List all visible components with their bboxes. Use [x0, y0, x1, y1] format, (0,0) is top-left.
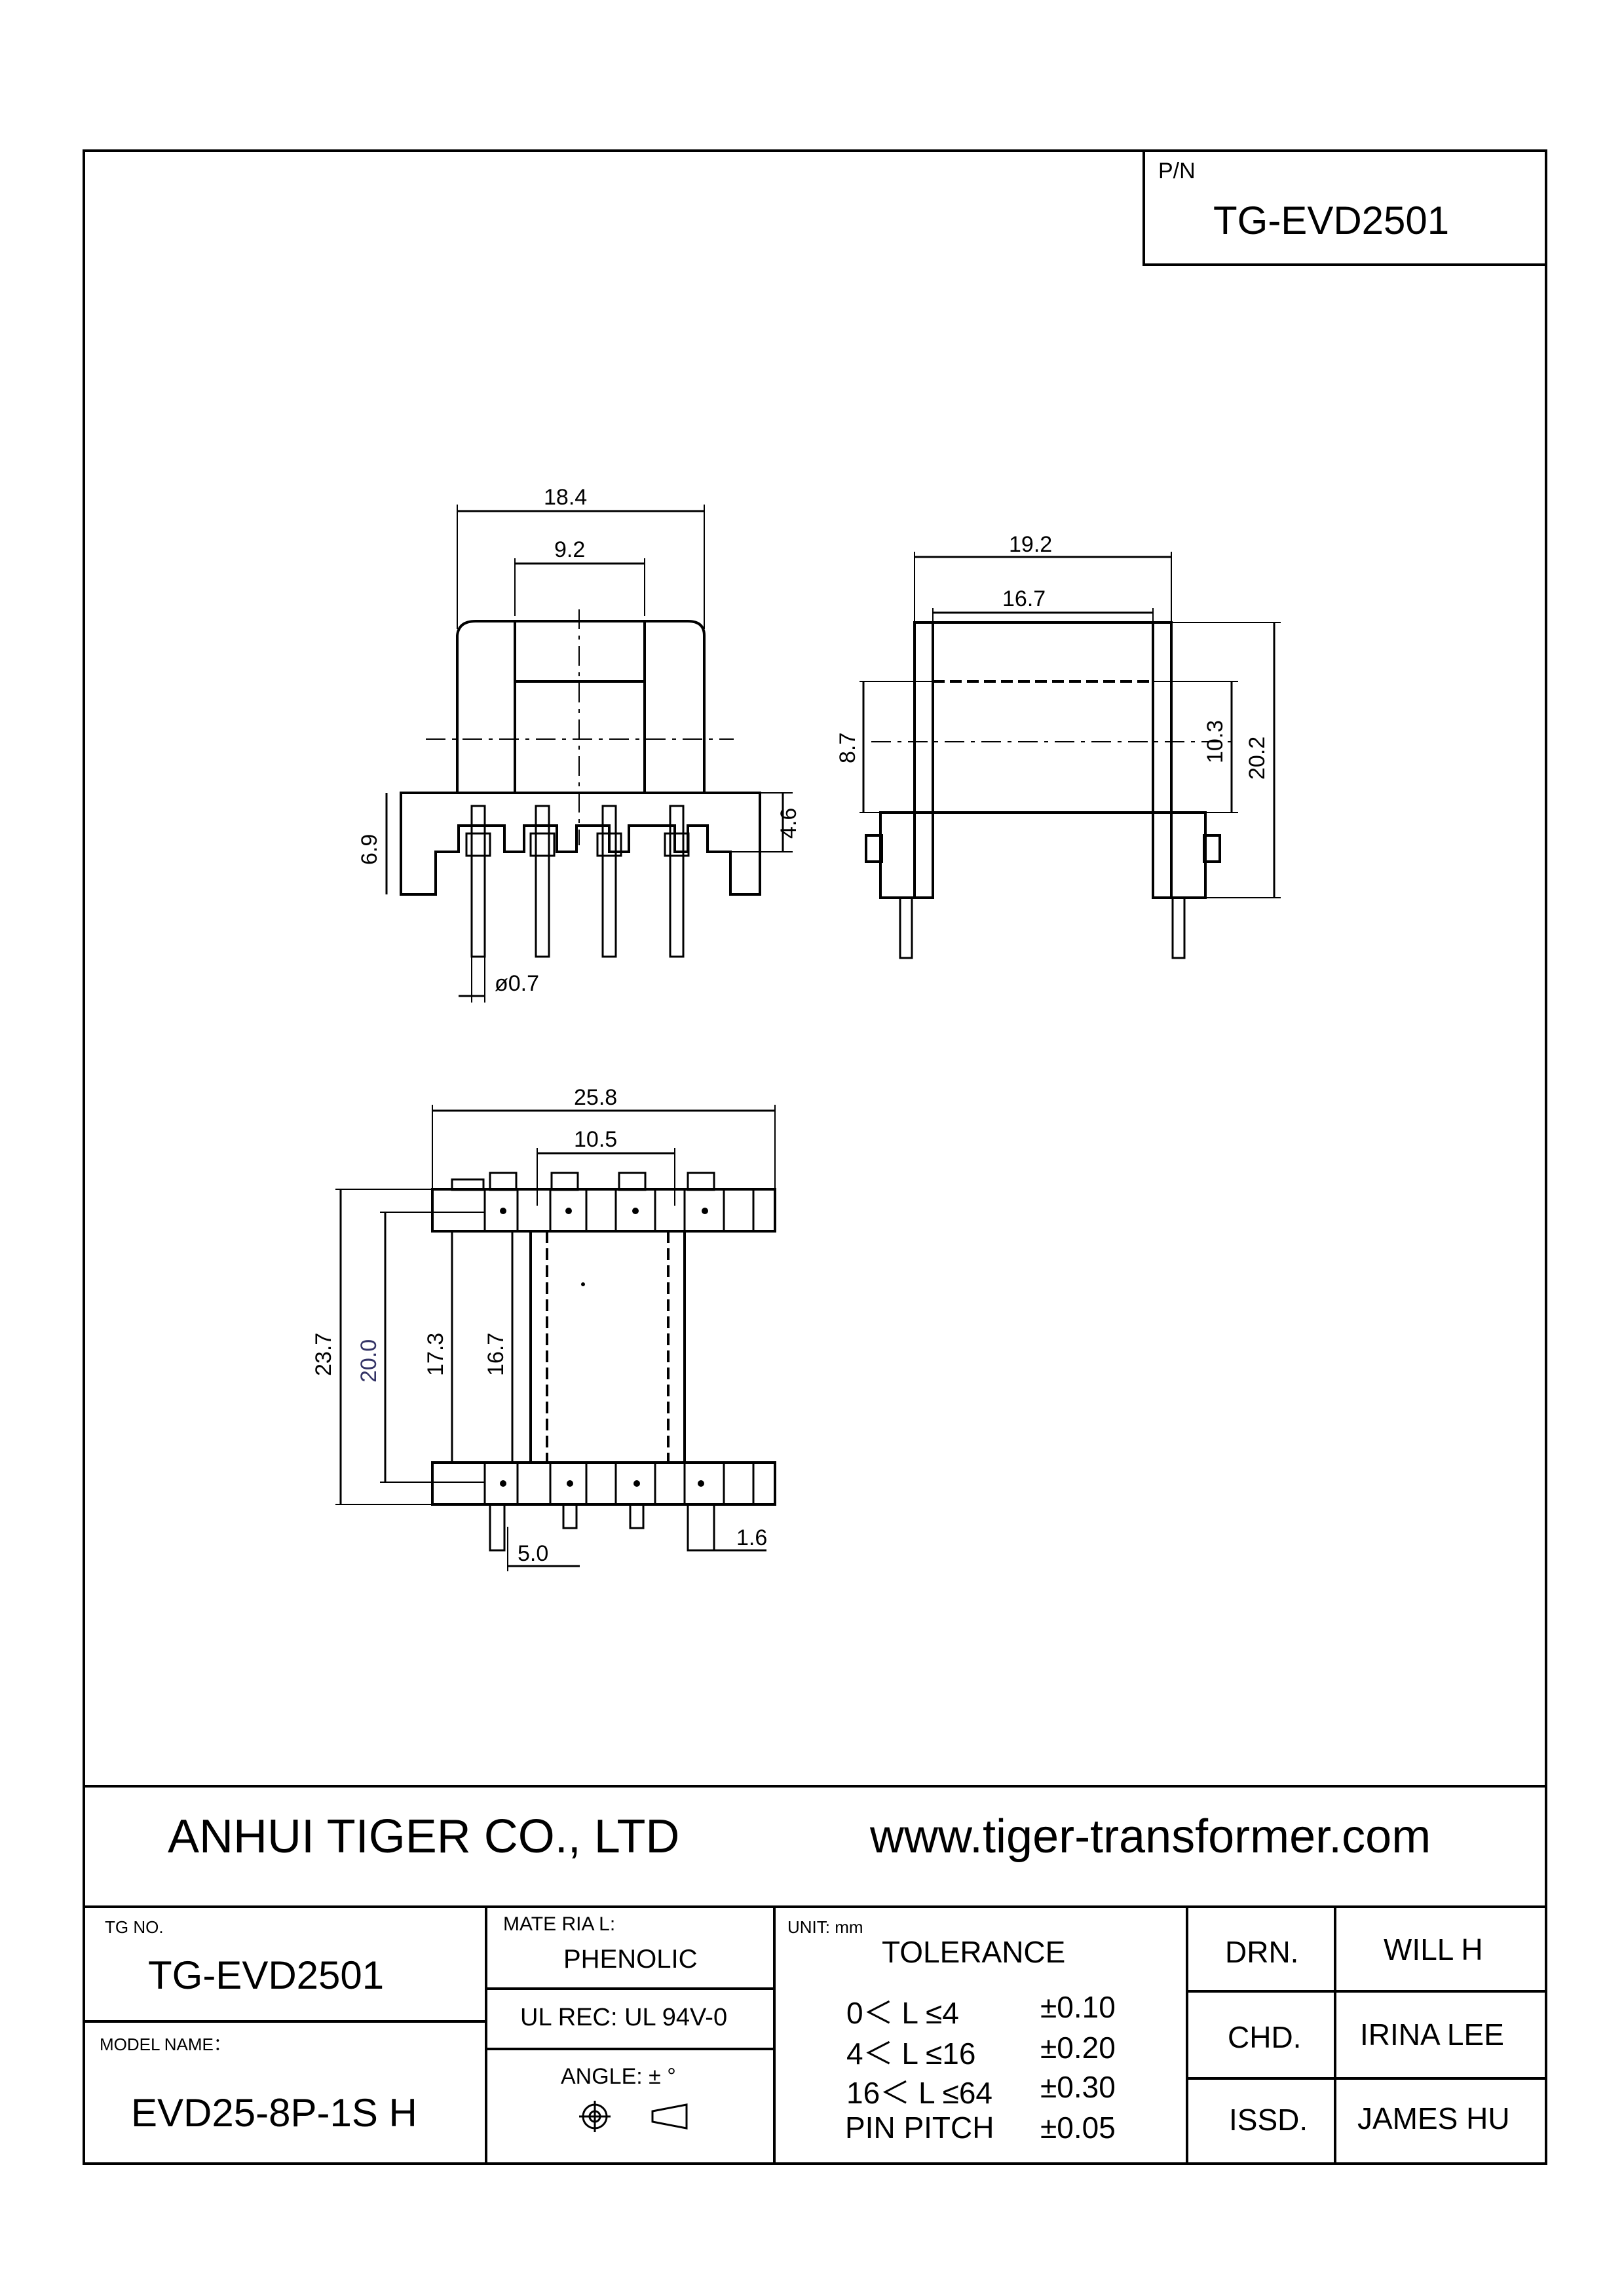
- model-name-label: MODEL NAME：: [100, 2035, 231, 2054]
- part-number-box: P/N TG-EVD2501: [1142, 149, 1547, 266]
- cone-projection-icon: [651, 2103, 688, 2130]
- side-dim-outer: 19.2: [1009, 532, 1052, 557]
- tolerance-title: TOLERANCE: [882, 1935, 1066, 1969]
- tb-hline-ul: [485, 2048, 773, 2050]
- tb-vline-2: [773, 1905, 776, 2165]
- tolerance-value-4: ±0.05: [1040, 2111, 1116, 2145]
- bottom-dim-pin: 1.6: [736, 1525, 767, 1550]
- drn-label: DRN.: [1225, 1935, 1299, 1969]
- tb-vline-4: [1334, 1905, 1336, 2165]
- side-view: [859, 552, 1281, 959]
- bottom-dim-v2: 20.0: [356, 1339, 381, 1383]
- tg-no-value: TG-EVD2501: [148, 1953, 385, 1997]
- tb-hline-material: [485, 1987, 773, 1990]
- front-dim-outer: 18.4: [544, 485, 587, 510]
- bottom-dim-v4: 16.7: [483, 1333, 508, 1376]
- company-name: ANHUI TIGER CO., LTD: [168, 1810, 680, 1863]
- part-number-value: TG-EVD2501: [1213, 199, 1450, 242]
- tb-vline-3: [1186, 1905, 1188, 2165]
- tolerance-value-2: ±0.20: [1040, 2031, 1116, 2065]
- tolerance-value-3: ±0.30: [1040, 2070, 1116, 2104]
- side-dim-inner: 16.7: [1002, 586, 1046, 611]
- front-view: [385, 505, 793, 1003]
- unit-label: UNIT: mm: [787, 1917, 863, 1937]
- side-dim-right-outer: 20.2: [1245, 737, 1270, 780]
- side-dim-right-inner: 10.3: [1203, 720, 1228, 763]
- tg-no-label: TG NO.: [105, 1917, 164, 1937]
- issd-label: ISSD.: [1229, 2103, 1308, 2137]
- tolerance-range-4: PIN PITCH: [845, 2111, 994, 2145]
- part-number-label: P/N: [1158, 159, 1196, 183]
- drn-value: WILL H: [1384, 1932, 1483, 1966]
- bottom-dim-v3: 17.3: [423, 1333, 448, 1376]
- tb-hline-chd: [1186, 2077, 1547, 2080]
- front-dim-right: 4.6: [776, 808, 801, 839]
- angle-label: ANGLE: ± °: [561, 2064, 676, 2089]
- chd-label: CHD.: [1228, 2020, 1302, 2054]
- tb-hline-drn: [1186, 1990, 1547, 1993]
- bottom-dim-inner: 10.5: [574, 1127, 617, 1152]
- material-label: MATE RIA L:: [503, 1913, 616, 1935]
- front-dim-pin: ø0.7: [495, 971, 539, 996]
- bottom-dim-v1: 23.7: [311, 1333, 336, 1376]
- company-website: www.tiger-transformer.com: [870, 1810, 1431, 1863]
- tolerance-range-1: 0＜ L ≤4: [846, 1996, 959, 2030]
- model-name-value: EVD25-8P-1S H: [131, 2091, 417, 2135]
- tb-hline-left: [83, 2020, 485, 2023]
- tolerance-range-3: 16＜ L ≤64: [846, 2076, 993, 2110]
- front-dim-left: 6.9: [357, 834, 382, 865]
- drawing-frame: [83, 149, 1547, 2165]
- bottom-dim-outer: 25.8: [574, 1085, 617, 1110]
- tolerance-range-2: 4＜ L ≤16: [846, 2037, 976, 2071]
- technical-drawing: 18.4 9.2 6.9 4.6 ø0.7 19.2 16.7 8.7 10.3…: [311, 485, 1281, 1571]
- projection-symbols: [579, 2101, 688, 2132]
- issd-value: JAMES HU: [1357, 2101, 1510, 2135]
- material-value: PHENOLIC: [563, 1945, 698, 1974]
- front-dim-inner: 9.2: [554, 537, 585, 562]
- tb-vline-1: [485, 1905, 487, 2165]
- ul-rec: UL REC: UL 94V-0: [520, 2004, 728, 2031]
- bottom-view: [335, 1105, 776, 1571]
- bottom-dim-pitch: 5.0: [518, 1541, 548, 1566]
- title-block-divider-mid: [83, 1905, 1547, 1908]
- title-block-divider-top: [83, 1785, 1547, 1788]
- side-dim-left: 8.7: [835, 733, 860, 763]
- chd-value: IRINA LEE: [1360, 2018, 1504, 2052]
- tolerance-value-1: ±0.10: [1040, 1990, 1116, 2024]
